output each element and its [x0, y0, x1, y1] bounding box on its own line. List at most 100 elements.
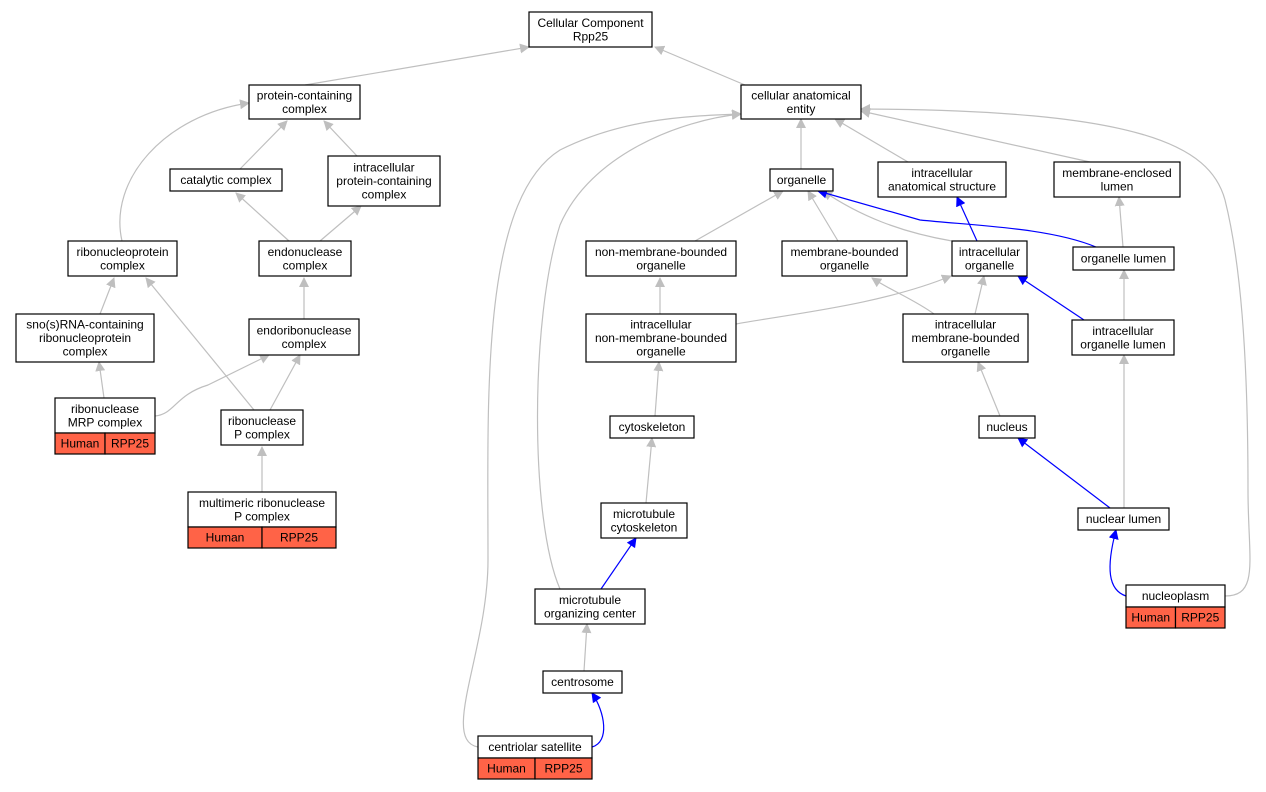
node-label-line: ribonuclease — [228, 414, 296, 428]
node-label-line: ribonucleoprotein — [39, 331, 131, 345]
go-term-node-cent[interactable]: centrosome — [542, 670, 623, 694]
edge-is_a-io-to-org — [822, 190, 953, 242]
node-label-line: organelle lumen — [1081, 252, 1166, 266]
edge-is_a-cat-to-pcc — [239, 120, 288, 170]
node-label-line: complex — [100, 258, 145, 272]
node-label-line: endonuclease — [268, 245, 343, 259]
node-label-line: organelle lumen — [1080, 337, 1165, 351]
edge-is_a-rnp-to-pcc — [119, 99, 250, 242]
edge-part_of-cs-to-cent — [591, 692, 605, 748]
annotation-gene: RPP25 — [111, 437, 149, 451]
edge-is_a-ol-to-mel — [1114, 196, 1125, 248]
go-term-node-cyto[interactable]: cytoskeleton — [609, 415, 695, 439]
node-label-line: centriolar satellite — [488, 740, 582, 754]
edge-is_a-imbo-to-mbo — [871, 277, 935, 315]
go-term-node-org[interactable]: organelle — [769, 168, 834, 192]
node-box — [1071, 319, 1175, 356]
edge-is_a-mrp-to-snornp — [95, 361, 106, 399]
node-box — [877, 161, 1007, 198]
go-term-node-inmbo[interactable]: intracellularnon-membrane-boundedorganel… — [585, 313, 737, 363]
node-label-line: cellular anatomical — [751, 88, 850, 102]
edge-is_a-cyto-to-inmbo — [653, 361, 664, 417]
node-label-line: organizing center — [544, 606, 636, 620]
node-label-line: membrane-bounded — [911, 331, 1019, 345]
node-label-line: organelle — [820, 258, 870, 272]
node-label-line: complex — [283, 258, 328, 272]
edge-part_of-io-to-ias — [956, 196, 978, 242]
annotation-gene: RPP25 — [280, 531, 318, 545]
node-label-line: organelle — [636, 345, 686, 359]
node-label-line: organelle — [941, 345, 991, 359]
node-label-line: microtubule — [559, 593, 621, 607]
node-box — [220, 409, 304, 446]
node-label-line: centrosome — [551, 675, 614, 689]
go-term-node-nl[interactable]: nuclear lumen — [1077, 507, 1170, 531]
node-label-line: complex — [63, 345, 108, 359]
node-label-line: endoribonuclease — [257, 323, 352, 337]
annotation-tag-box — [1174, 606, 1226, 629]
node-box — [67, 240, 178, 277]
annotation-tag-box — [534, 757, 593, 780]
node-label-line: multimeric ribonuclease — [199, 496, 325, 510]
node-label-line: cytoskeleton — [611, 520, 678, 534]
node-label-line: protein-containing — [336, 174, 431, 188]
node-label-line: nuclear lumen — [1086, 512, 1161, 526]
node-label-line: P complex — [234, 509, 290, 523]
go-term-node-nuc[interactable]: nucleus — [978, 415, 1036, 439]
node-label-line: organelle — [777, 173, 827, 187]
edge-is_a-mtc-to-cyto — [645, 437, 657, 504]
node-label-line: intracellular — [353, 161, 414, 175]
edge-part_of-nl-to-nuc — [1017, 437, 1111, 509]
edge-is_a-mrp-to-endori — [154, 354, 270, 417]
node-label-line: anatomical structure — [888, 179, 996, 193]
node-box — [528, 11, 653, 48]
annotation-species: Human — [1131, 611, 1170, 625]
go-term-node-snornp[interactable]: sno(s)RNA-containingribonucleoproteincom… — [15, 313, 155, 363]
node-box — [534, 588, 646, 625]
node-label-line: complex — [282, 337, 327, 351]
node-box — [1053, 161, 1181, 198]
go-term-node-ol[interactable]: organelle lumen — [1072, 246, 1175, 271]
annotation-species: Human — [206, 531, 245, 545]
annotation-gene: RPP25 — [544, 762, 582, 776]
node-label-line: lumen — [1101, 179, 1134, 193]
edge-is_a-snornp-to-rnp — [99, 277, 116, 315]
edge-part_of-ol-to-org — [817, 188, 1097, 248]
node-label-line: microtubule — [613, 507, 675, 521]
edge-is_a-mtoc-to-cae — [536, 109, 742, 590]
node-box — [248, 84, 361, 120]
go-term-node-cat[interactable]: catalytic complex — [169, 168, 283, 192]
node-box — [542, 670, 623, 694]
edge-is_a-cae-to-cc — [654, 45, 746, 86]
node-label-line: membrane-bounded — [790, 245, 898, 259]
node-label-line: non-membrane-bounded — [595, 245, 727, 259]
node-label-line: P complex — [234, 427, 290, 441]
node-label-line: catalytic complex — [180, 173, 271, 187]
edge-is_a-cent-to-mtoc — [581, 623, 592, 672]
node-box — [1072, 246, 1175, 271]
node-box — [781, 240, 908, 277]
node-box — [769, 168, 834, 192]
node-label-line: organelle — [965, 258, 1015, 272]
